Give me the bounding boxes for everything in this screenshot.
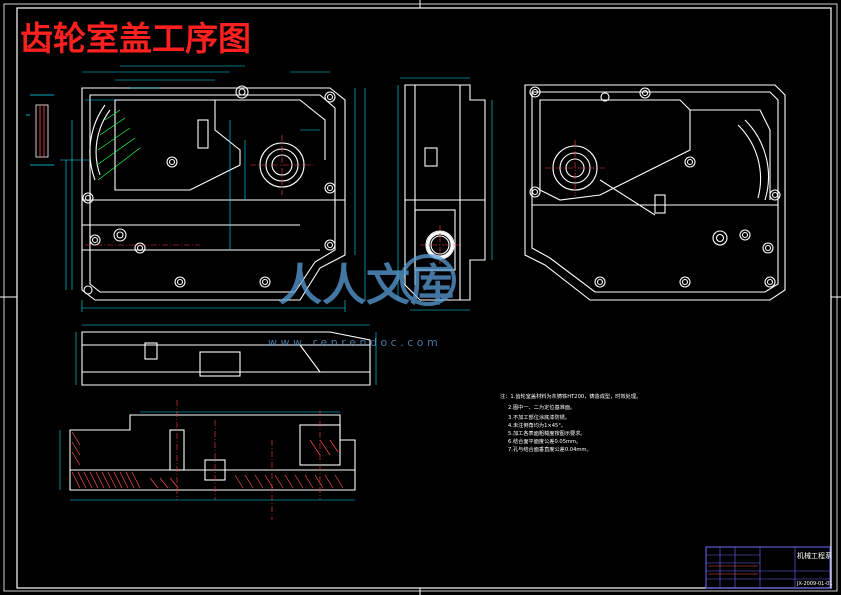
notes-heading: 注：1.齿轮室盖材料为灰铸铁HT200，铸造成型，时效处理。 [500, 392, 641, 400]
note-line: 7.孔与结合面垂直度公差0.04mm。 [508, 445, 592, 453]
section-view [59, 400, 356, 520]
note-line: 5.加工各表面粗糙度按图示要求。 [508, 429, 586, 437]
drawing-title: 齿轮室盖工序图 [20, 19, 251, 58]
watermark: 人人文库 w w w . r e n r e n d o c . c o m [268, 254, 456, 349]
title-block-school: 机械工程系 [797, 551, 832, 560]
front-view [60, 65, 366, 312]
back-view [524, 84, 786, 301]
note-line: 2.图中一、二为定位基准面。 [508, 403, 575, 411]
plan-view [75, 324, 377, 386]
watermark-brand: 人人文库 [278, 260, 454, 311]
side-view [397, 77, 493, 311]
title-block-drawing-no: JX-2009-01-01 [796, 581, 833, 587]
section-detail-left [26, 94, 54, 166]
note-line: 6.结合面平面度公差0.05mm。 [508, 437, 581, 445]
note-line: 4.未注倒角均为1×45°。 [508, 421, 566, 429]
watermark-url: w w w . r e n r e n d o c . c o m [268, 336, 438, 349]
title-block: 机械工程系 JX-2009-01-01 [705, 546, 833, 589]
watermark-logo-icon [400, 254, 456, 306]
technical-notes: 注：1.齿轮室盖材料为灰铸铁HT200，铸造成型，时效处理。 2.图中一、二为定… [500, 392, 641, 453]
note-line: 3.不加工部位涂底漆防锈。 [508, 413, 570, 421]
